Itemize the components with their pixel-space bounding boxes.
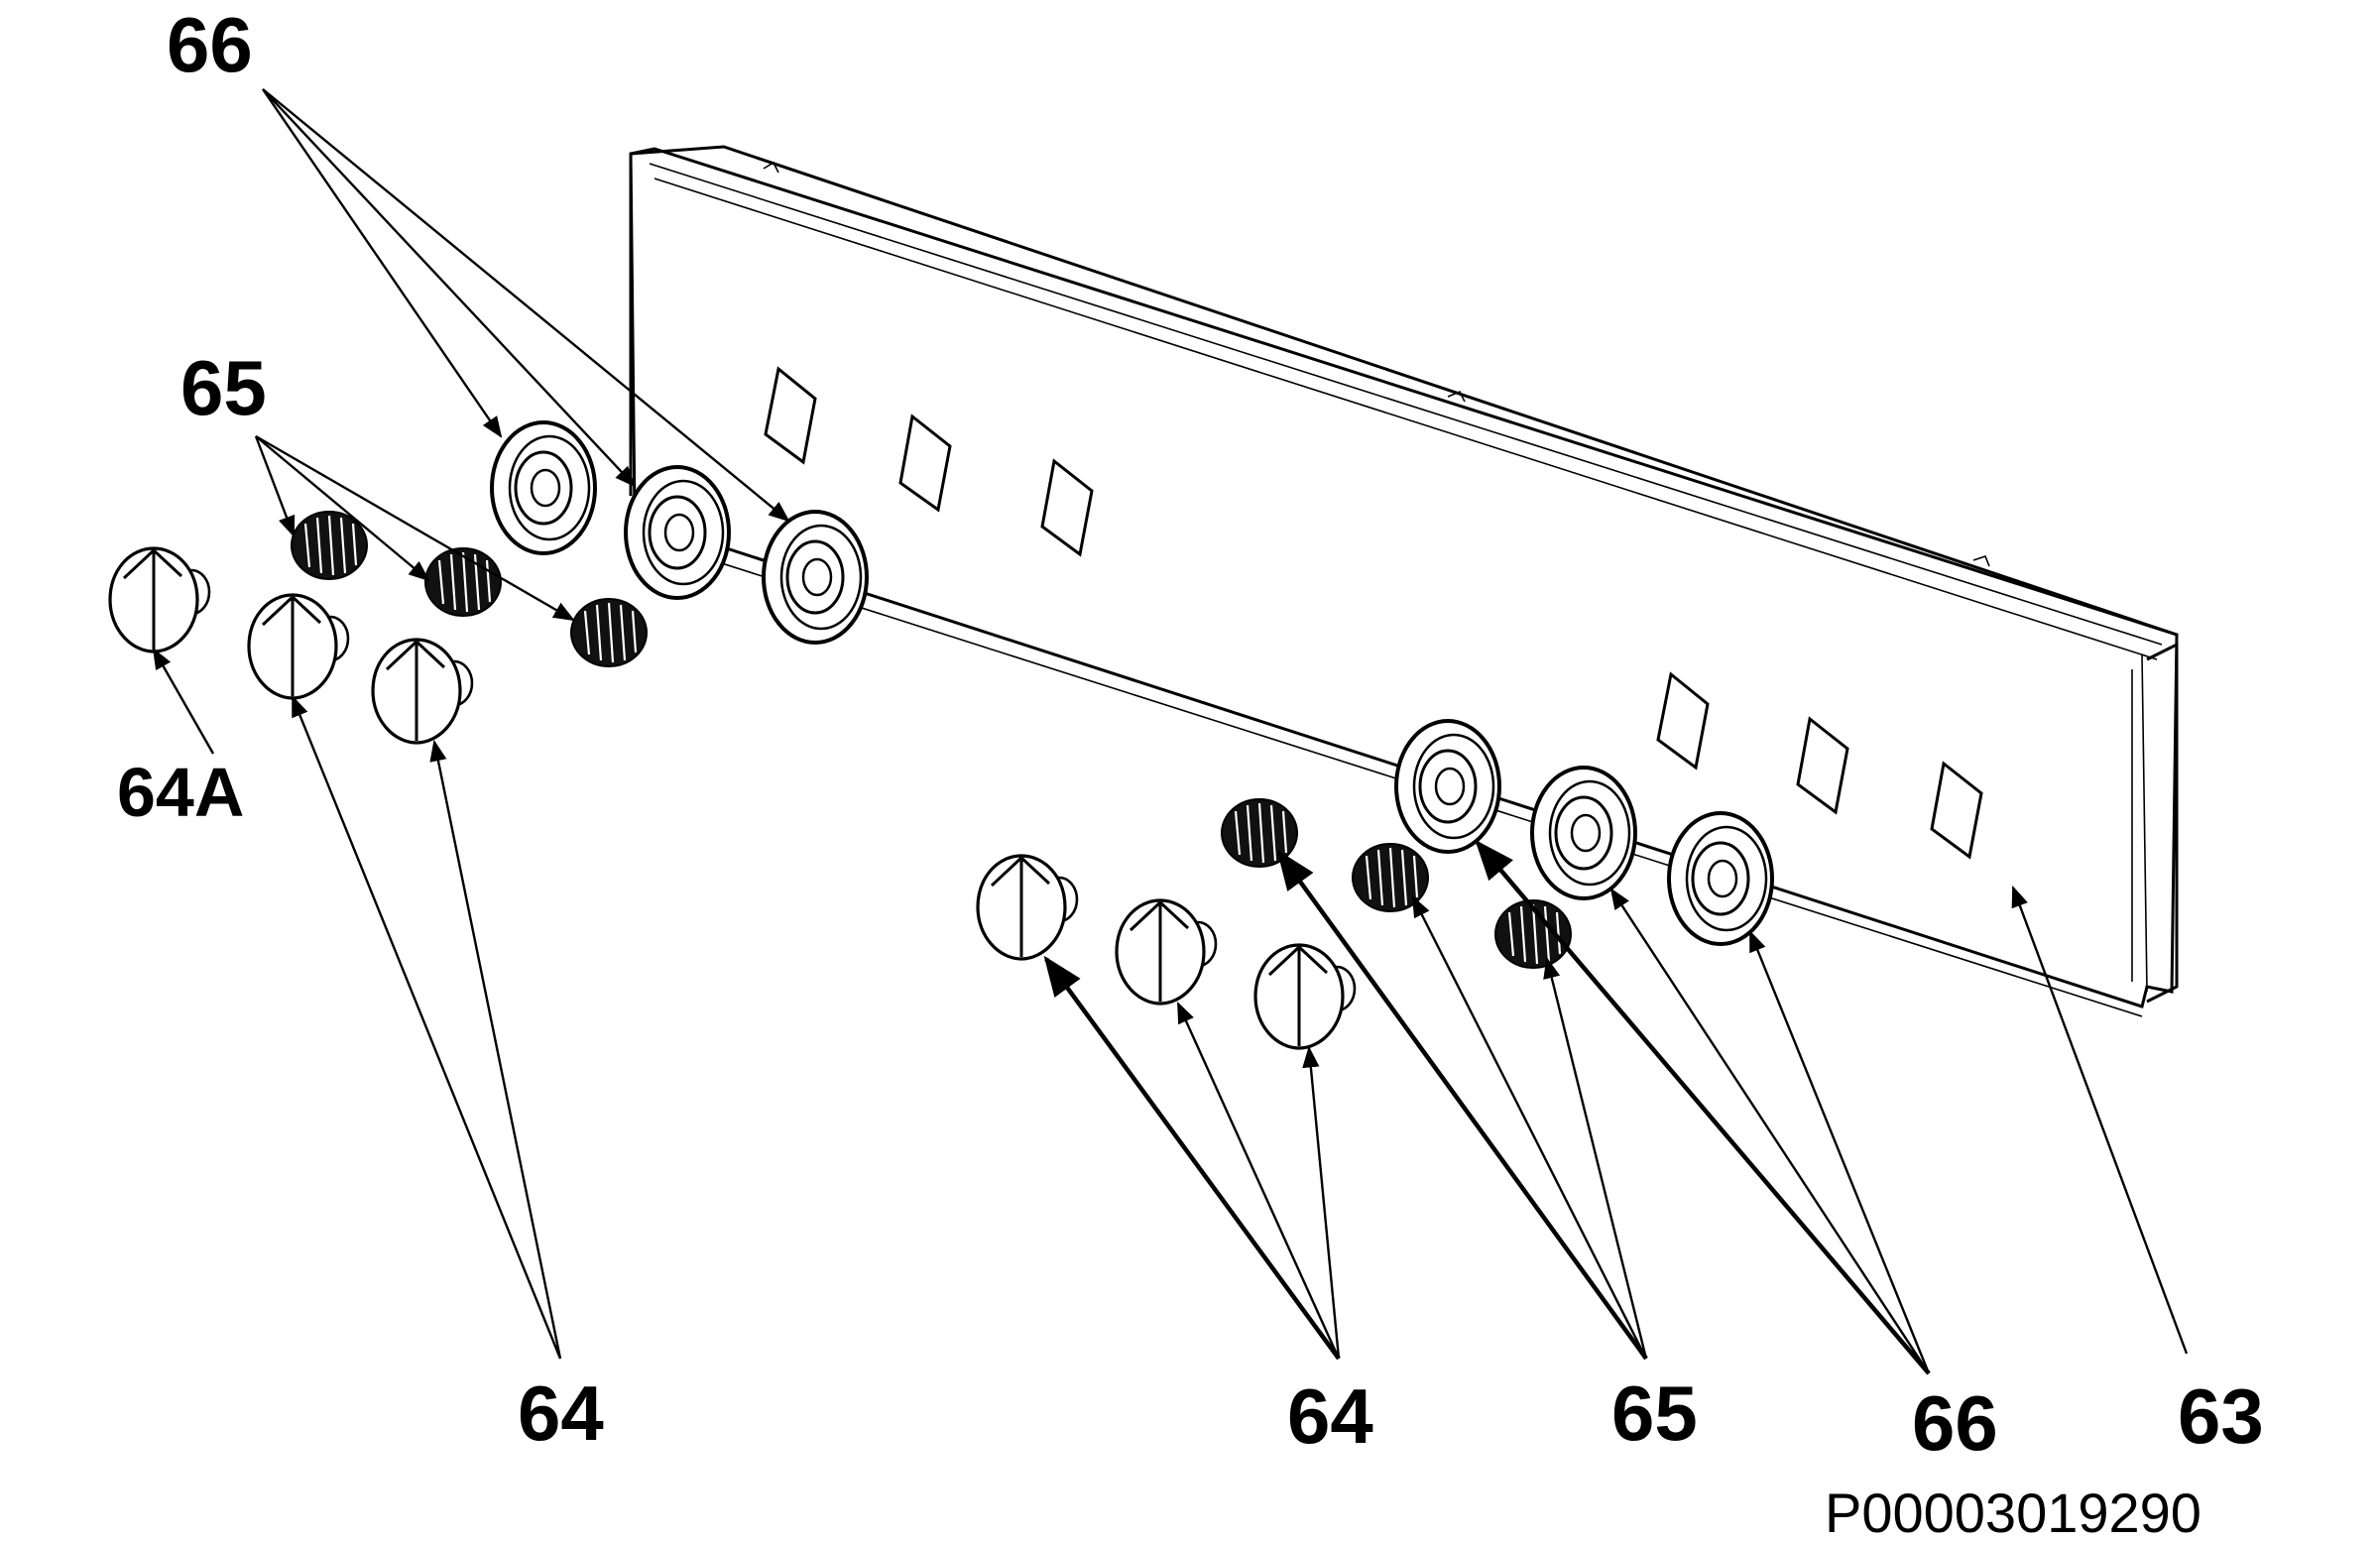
cutout-3 xyxy=(1040,458,1094,557)
callout-64a: 64A xyxy=(117,754,244,831)
bezel-rings xyxy=(490,420,1774,946)
callout-66-right: 66 xyxy=(1912,1379,1998,1467)
reference-code: P00003019290 xyxy=(1825,1482,2202,1542)
spring xyxy=(291,511,368,580)
cutout-4 xyxy=(1656,671,1710,771)
bezel-ring xyxy=(762,510,869,645)
callout-63: 63 xyxy=(2178,1372,2264,1460)
knob xyxy=(1115,898,1218,1006)
callout-66-top: 66 xyxy=(167,1,253,88)
knobs xyxy=(108,546,1357,1050)
cutout-6 xyxy=(1930,761,1983,860)
bezel-ring xyxy=(624,465,731,600)
callout-64-left: 64 xyxy=(518,1369,604,1457)
control-panel xyxy=(629,145,2179,1017)
spring xyxy=(1352,843,1429,912)
knob xyxy=(108,546,211,653)
bezel-ring xyxy=(490,420,597,555)
callout-labels: 66 65 64A 64 64 65 66 63 P00003019290 xyxy=(117,1,2264,1542)
callout-65-right: 65 xyxy=(1611,1369,1698,1457)
bezel-ring xyxy=(1530,766,1637,900)
bezel-ring xyxy=(1394,719,1501,854)
callout-65-top: 65 xyxy=(180,344,267,431)
bezel-ring xyxy=(1667,811,1774,946)
callout-64-right: 64 xyxy=(1287,1372,1373,1460)
knob xyxy=(247,593,350,700)
spring xyxy=(1221,798,1298,868)
springs xyxy=(291,511,1572,969)
leader-lines xyxy=(152,88,2189,1375)
panel-cutouts xyxy=(764,366,1983,860)
knob xyxy=(1253,943,1357,1050)
spring xyxy=(424,547,502,617)
cutout-2 xyxy=(898,414,952,513)
spring xyxy=(570,598,648,667)
cutout-1 xyxy=(764,366,817,465)
knob xyxy=(976,854,1079,961)
spring xyxy=(1494,899,1572,969)
knob xyxy=(371,638,474,745)
cutout-5 xyxy=(1796,716,1849,815)
